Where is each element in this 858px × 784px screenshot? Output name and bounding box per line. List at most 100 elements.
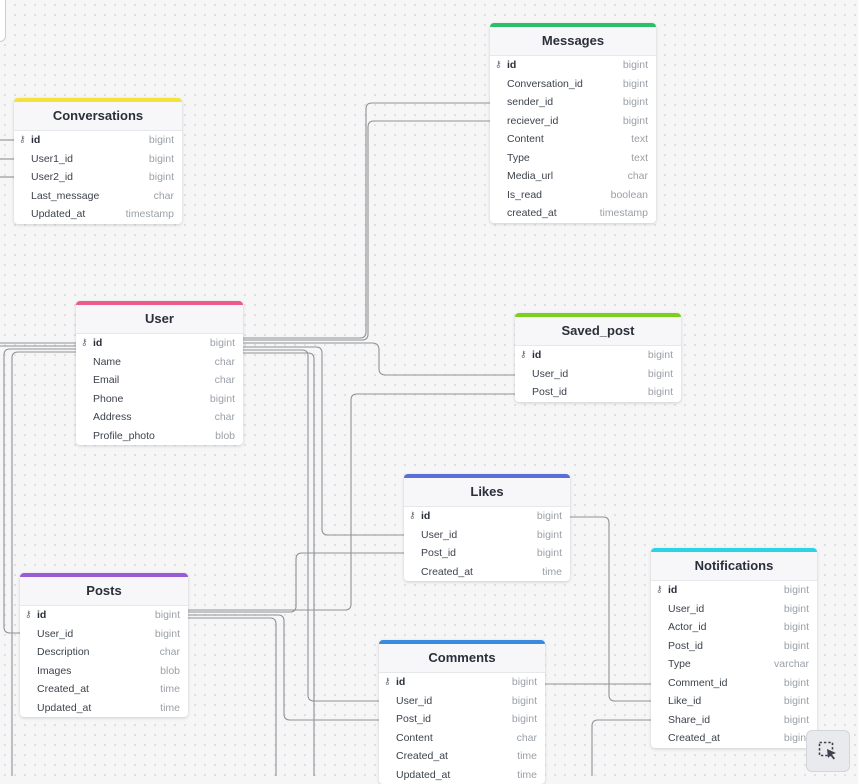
field-row[interactable]: sender_id bigint — [490, 93, 656, 112]
field-name: User1_id — [31, 153, 73, 165]
field-name: Phone — [93, 393, 123, 405]
field-type: bigint — [512, 695, 537, 707]
field-type: blob — [160, 665, 180, 677]
field-row[interactable]: User1_id bigint — [14, 150, 182, 169]
table-title[interactable]: Posts — [20, 577, 188, 606]
key-icon: ⚷ — [384, 676, 391, 687]
field-type: bigint — [155, 628, 180, 640]
selection-tool-button[interactable] — [806, 730, 850, 772]
field-type: bigint — [623, 96, 648, 108]
table-title[interactable]: Messages — [490, 27, 656, 56]
field-name: Last_message — [31, 190, 99, 202]
field-name: Post_id — [396, 713, 431, 725]
field-name: Post_id — [668, 640, 703, 652]
field-name: User_id — [37, 628, 73, 640]
field-name: Content — [507, 133, 544, 145]
table-title[interactable]: Notifications — [651, 552, 817, 581]
field-row[interactable]: Phone bigint — [76, 390, 243, 409]
field-type: bigint — [623, 115, 648, 127]
field-name: Is_read — [507, 189, 542, 201]
table-title[interactable]: User — [76, 305, 243, 334]
field-type: bigint — [210, 393, 235, 405]
table-title[interactable]: Likes — [404, 478, 570, 507]
field-name: Type — [668, 658, 691, 670]
field-row[interactable]: Type varchar — [651, 655, 817, 674]
field-type: bigint — [648, 386, 673, 398]
key-icon: ⚷ — [25, 609, 32, 620]
offscreen-element-fragment — [0, 0, 6, 42]
field-type: char — [215, 374, 235, 386]
field-row[interactable]: User_id bigint — [20, 625, 188, 644]
field-name: Created_at — [37, 683, 89, 695]
field-name: User_id — [532, 368, 568, 380]
table-title[interactable]: Conversations — [14, 102, 182, 131]
field-name: User_id — [668, 603, 704, 615]
field-type: bigint — [623, 78, 648, 90]
field-name: sender_id — [507, 96, 553, 108]
field-name: Content — [396, 732, 433, 744]
table-title[interactable]: Comments — [379, 644, 545, 673]
field-type: char — [215, 411, 235, 423]
table-title[interactable]: Saved_post — [515, 317, 681, 346]
field-type: bigint — [149, 153, 174, 165]
field-name: id — [93, 337, 102, 349]
field-name: Post_id — [421, 547, 456, 559]
field-type: char — [160, 646, 180, 658]
field-type: varchar — [774, 658, 809, 670]
field-name: id — [532, 349, 541, 361]
field-name: id — [507, 59, 516, 71]
